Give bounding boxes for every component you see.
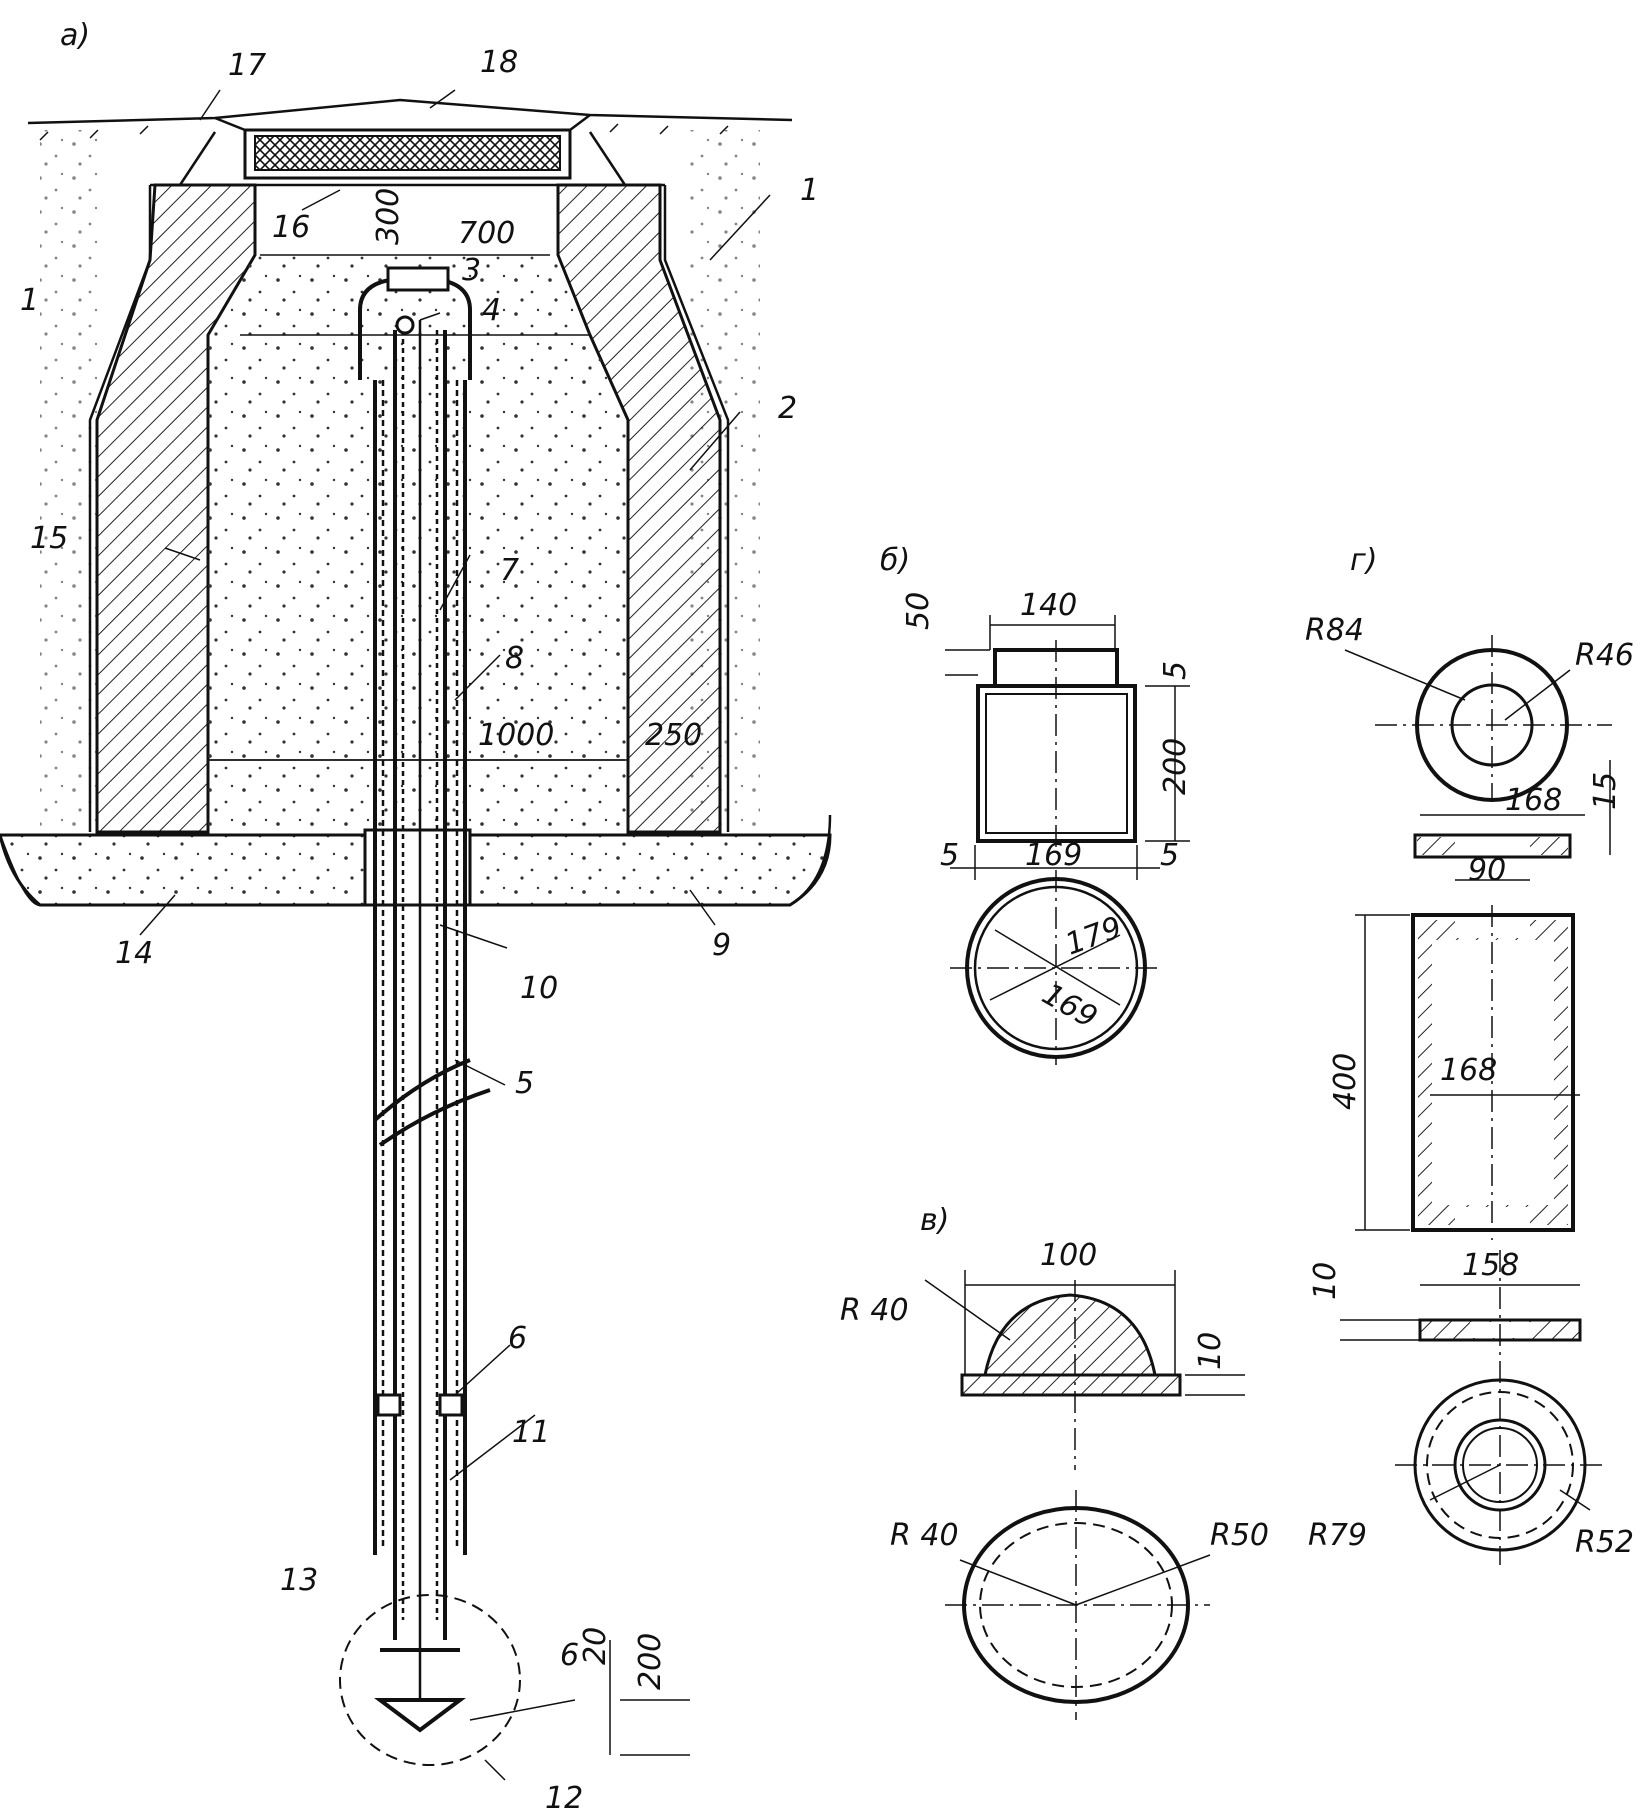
inner-tube-liner <box>401 330 439 1620</box>
dim-v-r50: R50 <box>1210 1518 1269 1553</box>
ground-line <box>27 98 793 125</box>
detail-circle <box>339 1594 521 1766</box>
dim-g-158: 158 <box>1462 1248 1519 1283</box>
b-dim-lines <box>945 615 1190 1006</box>
callout-15: 15 <box>30 521 68 556</box>
callout-17: 17 <box>228 48 266 83</box>
dim-a-1000: 1000 <box>478 718 554 753</box>
dim-g-168-top: 168 <box>1505 783 1562 818</box>
callout-13: 13 <box>280 1563 318 1598</box>
dim-g-168-body: 168 <box>1440 1053 1497 1088</box>
callout-2: 2 <box>778 391 797 426</box>
dim-g-400: 400 <box>1328 1053 1363 1110</box>
callout-1-left: 1 <box>20 283 39 318</box>
g-body-left-hatch <box>1418 940 1432 1205</box>
dim-b-50: 50 <box>901 592 936 630</box>
base-slab-ends <box>0 814 832 907</box>
callout-8: 8 <box>505 641 524 676</box>
dim-b-5-left: 5 <box>940 838 959 873</box>
pipe-assembly <box>339 266 521 1766</box>
dim-v-r40-top: R 40 <box>840 1293 909 1328</box>
dim-g-r46: R46 <box>1575 638 1634 673</box>
view-v <box>924 1270 1245 1720</box>
dim-a-20: 20 <box>578 1627 613 1665</box>
callout-3: 3 <box>462 253 481 288</box>
break-mark <box>373 1058 491 1147</box>
slab-bevel <box>178 131 627 186</box>
dim-a-700: 700 <box>458 216 515 251</box>
callout-12: 12 <box>545 1781 583 1808</box>
cap-top <box>386 266 450 292</box>
callout-5: 5 <box>515 1066 534 1101</box>
g-dim-lines <box>1340 649 1611 1511</box>
outer-liner-left <box>88 185 152 832</box>
inner-tube <box>393 330 447 1640</box>
dim-b-5-top: 5 <box>1158 661 1193 680</box>
callout-6-upper: 6 <box>508 1321 527 1356</box>
dim-g-10: 10 <box>1308 1262 1343 1300</box>
view-b-label: б) <box>880 543 910 578</box>
v-base <box>960 1373 1182 1397</box>
dim-lines-a <box>210 254 690 1756</box>
dim-v-100: 100 <box>1040 1238 1097 1273</box>
dim-g-r79: R79 <box>1308 1518 1367 1553</box>
view-a-label: а) <box>60 18 90 53</box>
dim-v-r40-plan: R 40 <box>890 1518 959 1553</box>
dim-a-200: 200 <box>633 1633 668 1690</box>
dim-g-90: 90 <box>1468 853 1506 888</box>
g-top-plate-hatch-r <box>1530 837 1568 855</box>
callout-14: 14 <box>115 936 153 971</box>
interior-fill <box>208 255 628 832</box>
fitting-left <box>376 1393 402 1417</box>
dim-g-r84: R84 <box>1305 613 1364 648</box>
g-body <box>1411 913 1575 1232</box>
v-dome <box>983 1293 1157 1377</box>
g-body-top-gap <box>1455 920 1530 938</box>
pipe-tip <box>374 1648 466 1733</box>
dim-b-169-top: 169 <box>1025 838 1082 873</box>
callout-16: 16 <box>272 210 310 245</box>
dim-b-5-right: 5 <box>1160 838 1179 873</box>
dim-g-15: 15 <box>1588 772 1623 810</box>
dim-g-r52: R52 <box>1575 1525 1634 1560</box>
view-g-label: г) <box>1350 543 1377 578</box>
callout-7: 7 <box>500 553 519 588</box>
callout-18: 18 <box>480 45 518 80</box>
rod-head <box>395 315 415 335</box>
outer-casing-inner <box>381 380 459 1550</box>
base-opening <box>363 828 472 907</box>
insulation-layer <box>254 135 561 171</box>
dim-a-250: 250 <box>645 718 702 753</box>
callout-6-lower: 6 <box>560 1638 579 1673</box>
callout-1-right: 1 <box>800 173 819 208</box>
callout-4: 4 <box>482 293 501 328</box>
outer-liner-right <box>663 185 730 832</box>
v-dim-lines <box>924 1270 1245 1606</box>
callout-10: 10 <box>520 971 558 1006</box>
g-body-right-hatch <box>1554 940 1568 1205</box>
view-b <box>945 615 1190 1065</box>
dim-a-300: 300 <box>371 188 406 245</box>
callout-9: 9 <box>712 928 731 963</box>
view-g <box>1340 635 1612 1565</box>
g-top-plate-hatch-l <box>1417 837 1455 855</box>
callout-11: 11 <box>512 1415 550 1450</box>
view-a-section <box>0 89 832 1781</box>
dim-v-10: 10 <box>1193 1332 1228 1370</box>
outer-casing <box>373 380 467 1555</box>
leader-lines <box>139 89 771 1781</box>
fitting-right <box>438 1393 464 1417</box>
dim-b-140: 140 <box>1020 588 1077 623</box>
cover-rim <box>214 114 591 132</box>
dim-b-200: 200 <box>1158 738 1193 795</box>
view-v-label: в) <box>920 1203 949 1238</box>
